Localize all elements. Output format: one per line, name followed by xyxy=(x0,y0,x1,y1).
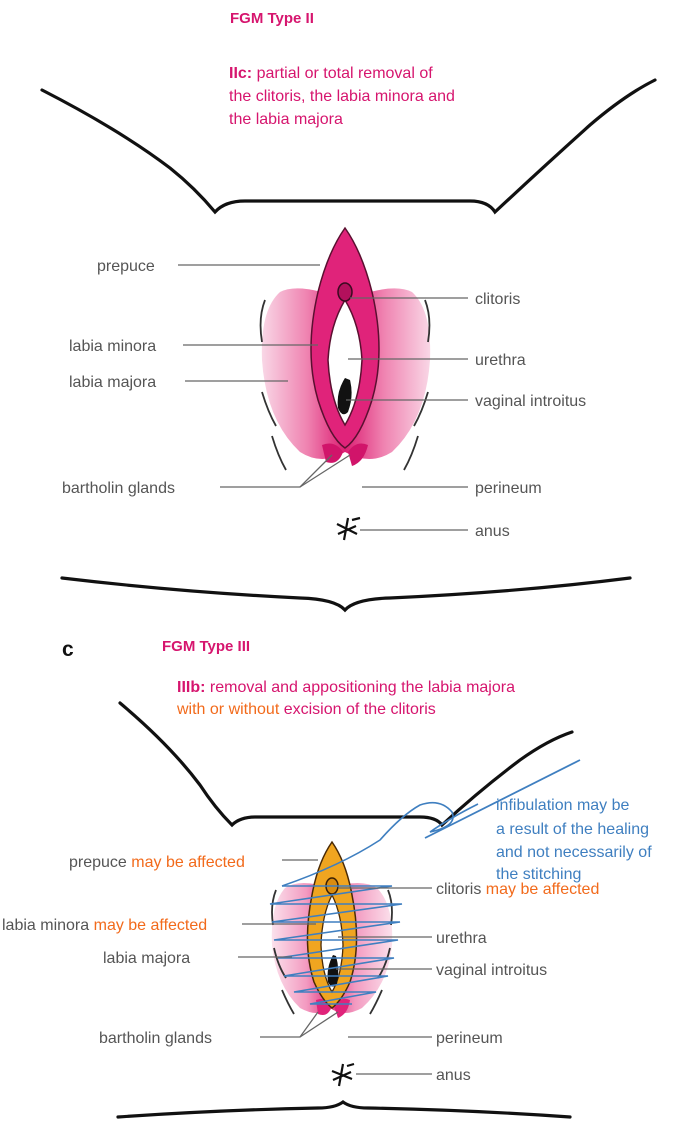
panel-b-desc-line-3: the labia majora xyxy=(229,111,343,128)
label-bartholin-glands-b: bartholin glands xyxy=(62,480,175,497)
label-labia-minora-b: labia minora xyxy=(69,338,156,355)
panel-c-desc-key: IIIb: xyxy=(177,679,205,696)
leader-lines-c xyxy=(238,859,432,1075)
panel-c-title: FGM Type III xyxy=(162,638,250,655)
vaginal-opening-b xyxy=(337,378,352,415)
label-bartholin-glands-c: bartholin glands xyxy=(99,1030,212,1047)
label-vaginal-introitus-b: vaginal introitus xyxy=(475,393,586,410)
label-labia-majora-b: labia majora xyxy=(69,374,156,391)
panel-b-desc-text-1: partial or total removal of xyxy=(257,65,434,82)
panel-c-desc-line-1: IIIb: removal and appositioning the labi… xyxy=(177,679,515,696)
label-labia-majora-c: labia majora xyxy=(103,950,190,967)
note-line-2: a result of the healing xyxy=(496,821,649,838)
upper-body-contour-b xyxy=(40,78,657,215)
note-line-3: and not necessarily of xyxy=(496,844,652,861)
label-clitoris-c: clitoris may be affected xyxy=(436,881,599,898)
infibulation-note: infibulation may be a result of the heal… xyxy=(496,797,652,883)
label-clitoris-b: clitoris xyxy=(475,291,520,308)
labia-minora-inner-b xyxy=(327,298,363,427)
anus-b xyxy=(336,516,361,541)
panel-c-desc-line-2: with or without excision of the clitoris xyxy=(176,701,436,718)
panel-b-desc-line-2: the clitoris, the labia minora and xyxy=(229,88,455,105)
note-line-1: infibulation may be xyxy=(496,797,630,814)
anus-c xyxy=(331,1062,355,1087)
label-anus-c: anus xyxy=(436,1067,471,1084)
panel-b-title: FGM Type II xyxy=(230,10,314,27)
vulva-illustration-c xyxy=(269,759,581,1087)
panel-b-desc-key: IIc: xyxy=(229,65,252,82)
panel-type-ii: FGM Type II IIc: partial or total remova… xyxy=(40,10,657,613)
label-prepuce-c-name: prepuce xyxy=(69,854,127,871)
panel-b-desc-line-1: IIc: partial or total removal of xyxy=(229,65,433,82)
label-labia-minora-c-affected: may be affected xyxy=(94,917,208,934)
label-clitoris-c-affected: may be affected xyxy=(486,881,600,898)
label-anus-b: anus xyxy=(475,523,510,540)
vulva-illustration-b xyxy=(259,226,431,541)
label-prepuce-b: prepuce xyxy=(97,258,155,275)
pubic-hair-b xyxy=(259,299,431,471)
note-line-4: the stitching xyxy=(496,866,581,883)
panel-type-iii: c FGM Type III IIIb: removal and apposit… xyxy=(2,638,652,1119)
lower-body-contour-c xyxy=(116,1100,572,1119)
lower-body-contour-b xyxy=(60,576,632,613)
needle-thread-c xyxy=(281,801,479,887)
panel-c-letter: c xyxy=(62,638,74,661)
panel-c-desc-magenta: excision of the clitoris xyxy=(284,701,436,718)
clitoris-b xyxy=(337,282,353,302)
upper-body-contour-c xyxy=(118,701,574,828)
pubic-hair-c xyxy=(271,889,393,1015)
stitching-c xyxy=(269,885,403,1005)
label-prepuce-c-affected: may be affected xyxy=(131,854,245,871)
panel-c-desc-text-1: removal and appositioning the labia majo… xyxy=(210,679,515,696)
bartholin-gland-left-b xyxy=(322,443,343,463)
label-urethra-b: urethra xyxy=(475,352,526,369)
panel-c-desc-orange: with or without xyxy=(176,701,280,718)
leader-lines-b xyxy=(178,264,468,531)
vaginal-opening-c xyxy=(327,955,339,987)
label-labia-minora-c: labia minora may be affected xyxy=(2,917,207,934)
label-urethra-c: urethra xyxy=(436,930,487,947)
label-clitoris-c-name: clitoris xyxy=(436,881,481,898)
label-perineum-c: perineum xyxy=(436,1030,503,1047)
label-labia-minora-c-name: labia minora xyxy=(2,917,89,934)
bartholin-gland-right-b xyxy=(348,443,368,466)
label-prepuce-c: prepuce may be affected xyxy=(69,854,245,871)
label-perineum-b: perineum xyxy=(475,480,542,497)
needle-c xyxy=(424,759,581,839)
label-vaginal-introitus-c: vaginal introitus xyxy=(436,962,547,979)
